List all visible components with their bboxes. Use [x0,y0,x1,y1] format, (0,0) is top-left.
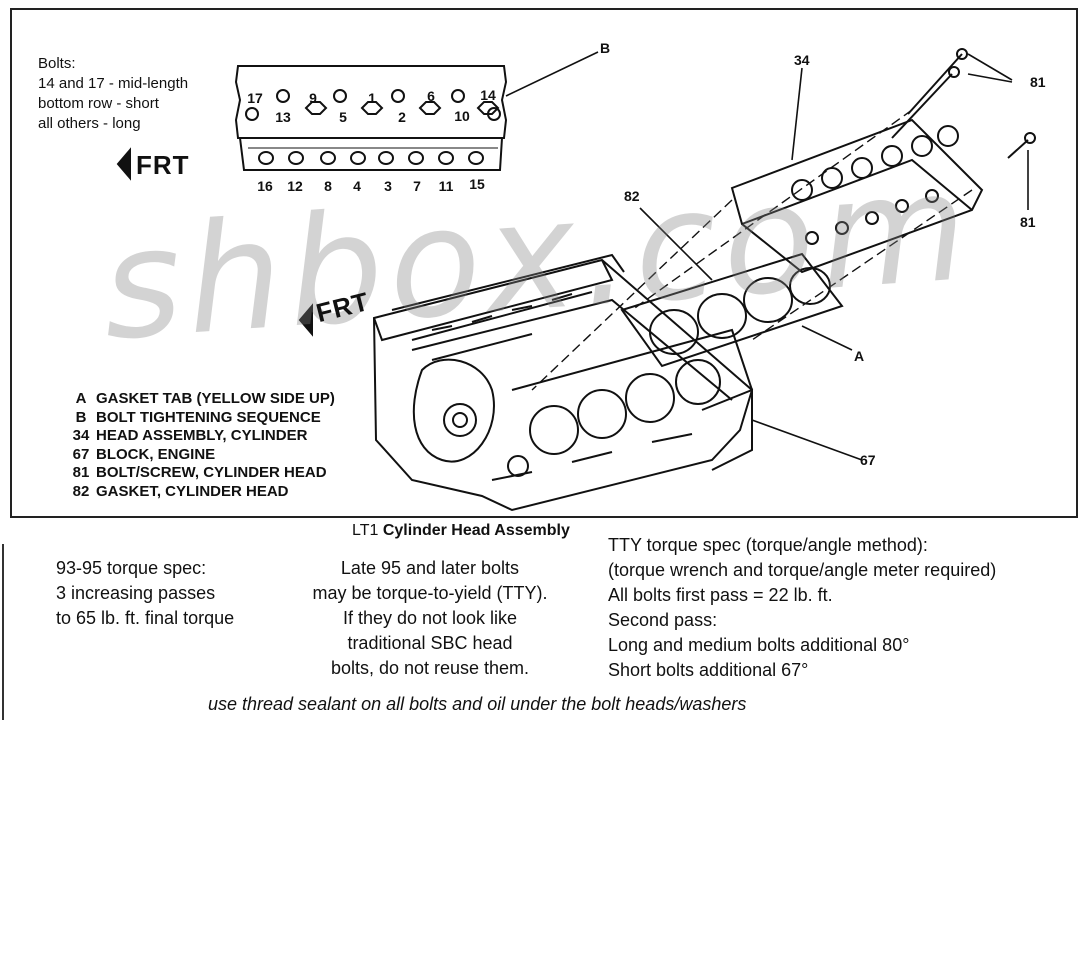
legend-label: BOLT TIGHTENING SEQUENCE [96,408,321,426]
gasket-drawing [620,252,853,368]
callout-67: 67 [860,452,876,468]
bolt-number: 15 [469,176,485,192]
legend-row: 67 BLOCK, ENGINE [66,446,335,465]
legend: A GASKET TAB (YELLOW SIDE UP) B BOLT TIGHT… [66,390,335,501]
legend-label: GASKET TAB (YELLOW SIDE UP) [96,390,335,407]
bolt-number: 11 [438,178,454,194]
bolts-note-line: all others - long [38,115,141,132]
bolt-number: 2 [398,109,406,125]
legend-label: BOLT/SCREW, CYLINDER HEAD [96,464,327,481]
callout-81-right: 81 [1020,214,1036,230]
engine-illustration [116,48,1036,512]
bolts-note-line: bottom row - short [38,95,159,112]
bolt-number: 14 [480,87,496,103]
front-label-top: FRT [136,150,190,180]
figure-caption: LT1 Cylinder Head Assembly [352,522,570,540]
bolt-number: 7 [413,178,421,194]
note-line: bolts, do not reuse them. [330,658,530,678]
callout-a: A [854,348,865,364]
legend-key: 82 [72,482,90,500]
callout-b: B [600,40,611,56]
legend-row: 81 BOLT/SCREW, CYLINDER HEAD [66,464,335,483]
bolt-number: 5 [339,109,347,125]
legend-label: GASKET, CYLINDER HEAD [96,482,289,500]
head-bolts-drawing [891,48,1036,159]
bolt-number: 16 [257,178,273,194]
note-line: If they do not look like [342,608,518,628]
bolt-number: 10 [454,108,470,124]
caption-prefix: LT1 [352,522,379,539]
caption-title: Cylinder Head Assembly [382,522,570,539]
note-line: Second pass: [608,610,718,630]
note-line: traditional SBC head [347,633,513,653]
bolt-number: 4 [353,178,361,194]
note-line: TTY torque spec (torque/angle method): [608,535,928,555]
note-line: Short bolts additional 67° [608,660,809,680]
legend-label: HEAD ASSEMBLY, CYLINDER [96,427,308,444]
legend-key: B [75,408,87,426]
note-line: may be torque-to-yield (TTY). [312,583,548,603]
legend-row: B BOLT TIGHTENING SEQUENCE [66,409,335,428]
legend-label: BLOCK, ENGINE [96,445,216,463]
legend-key: 34 [72,427,90,444]
diagram-frame: shbox.com Bolts: 14 and 17 - mid-length … [10,8,1078,518]
cylinder-head-drawing [730,118,984,274]
engine-block-drawing [372,253,754,512]
note-line: (torque wrench and torque/angle meter re… [608,560,997,580]
legend-row: A GASKET TAB (YELLOW SIDE UP) [66,390,335,409]
note-line: Long and medium bolts additional 80° [608,635,910,655]
legend-key: 67 [72,445,90,463]
bolt-number: 6 [427,88,435,104]
torque-spec-note: 93-95 torque spec: 3 increasing passes t… [56,556,234,631]
bolt-number: 13 [275,109,291,125]
callout-82: 82 [624,188,640,204]
bolts-note-line: 14 and 17 - mid-length [38,75,189,92]
legend-key: 81 [72,464,90,481]
callout-81-top: 81 [1030,74,1046,90]
note-line: 93-95 torque spec: [56,558,207,578]
tty-torque-spec-note: TTY torque spec (torque/angle method): (… [608,533,996,683]
bolts-note: Bolts: 14 and 17 - mid-length bottom row… [38,54,188,134]
note-line: 3 increasing passes [56,583,216,603]
legend-key: A [75,390,87,407]
tty-bolt-note: Late 95 and later bolts may be torque-to… [285,556,575,681]
callout-34: 34 [794,52,810,68]
bolt-number: 3 [384,178,392,194]
sealant-note: use thread sealant on all bolts and oil … [208,694,747,714]
legend-row: 82 GASKET, CYLINDER HEAD [66,483,335,502]
head-sequence-drawing [234,65,508,171]
note-line: All bolts first pass = 22 lb. ft. [608,585,833,605]
note-line: Late 95 and later bolts [340,558,520,578]
bolt-number: 1 [368,90,376,106]
margin-line [2,544,4,720]
bolt-number: 8 [324,178,332,194]
legend-row: 34 HEAD ASSEMBLY, CYLINDER [66,427,335,446]
bolts-note-line: Bolts: [38,55,76,72]
bolt-number: 12 [287,178,303,194]
bolt-number: 9 [309,90,317,106]
note-line: to 65 lb. ft. final torque [56,608,235,628]
bolt-number: 17 [247,90,263,106]
